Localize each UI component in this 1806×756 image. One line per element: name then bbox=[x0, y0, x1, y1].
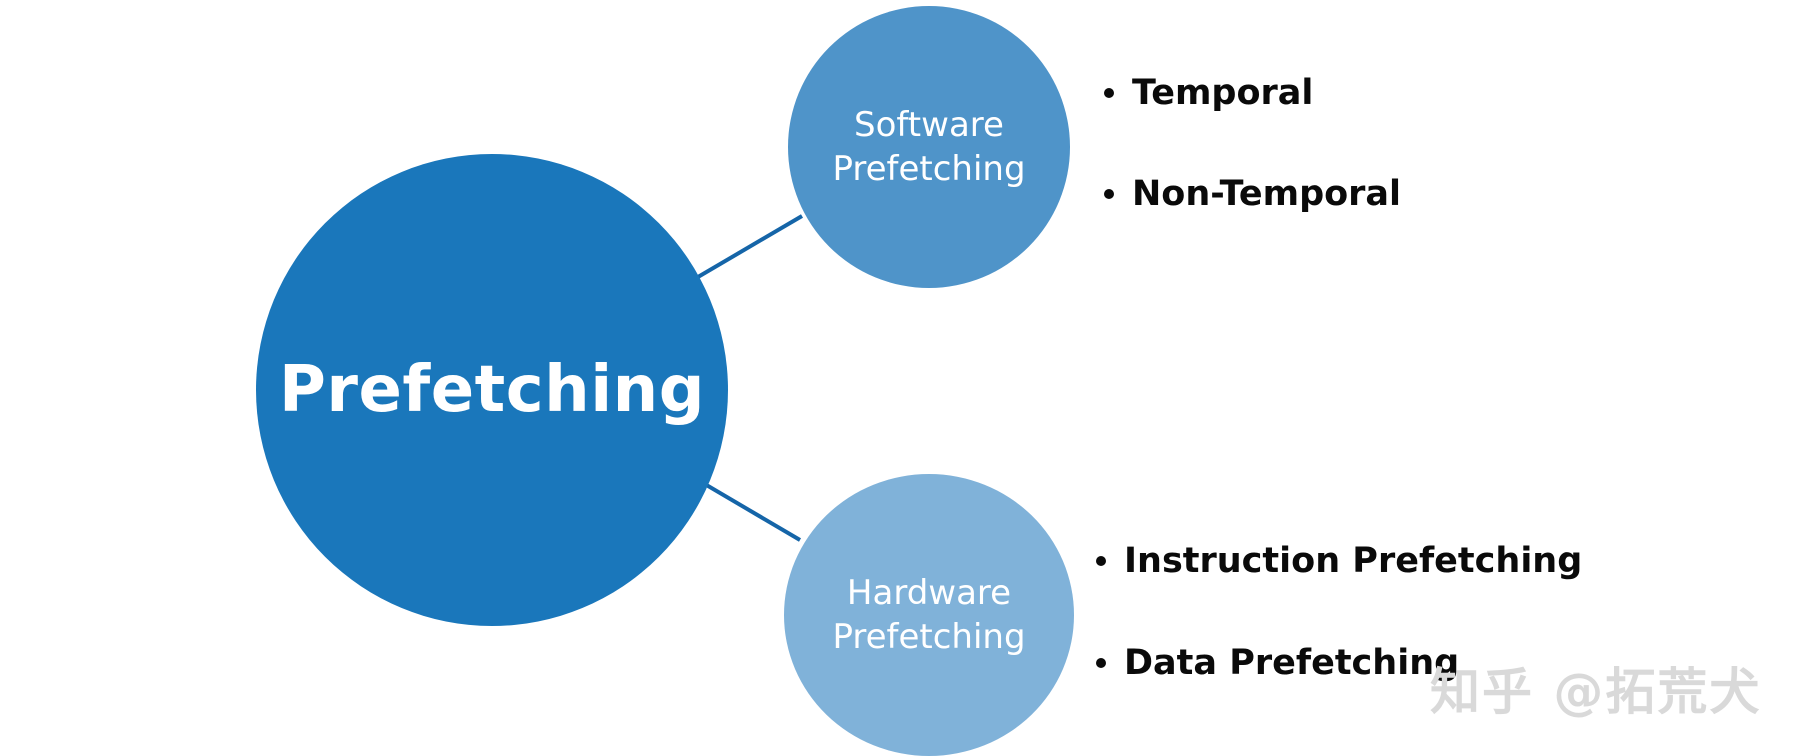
bullet-dot-icon bbox=[1096, 658, 1106, 668]
list-item-label: Instruction Prefetching bbox=[1124, 541, 1583, 581]
bullet-dot-icon bbox=[1096, 556, 1106, 566]
root-node-label: Prefetching bbox=[278, 353, 706, 427]
watermark: 知乎 @拓荒犬 bbox=[1430, 663, 1762, 721]
branch-node-label: Software Prefetching bbox=[819, 103, 1039, 191]
connector-software bbox=[684, 214, 804, 286]
list-item-label: Non-Temporal bbox=[1132, 174, 1402, 214]
hardware-prefetching-list: Instruction Prefetching Data Prefetching bbox=[1096, 541, 1583, 683]
list-item: Non-Temporal bbox=[1104, 174, 1402, 214]
list-item: Data Prefetching bbox=[1096, 643, 1582, 683]
bullet-dot-icon bbox=[1104, 189, 1114, 199]
branch-node-label-line1: Software bbox=[854, 105, 1004, 145]
branch-node-software-prefetching: Software Prefetching bbox=[788, 6, 1070, 288]
software-prefetching-list: Temporal Non-Temporal bbox=[1104, 73, 1402, 214]
branch-node-hardware-prefetching: Hardware Prefetching bbox=[784, 474, 1074, 756]
branch-node-label-line2: Prefetching bbox=[832, 617, 1026, 657]
list-item: Instruction Prefetching bbox=[1096, 541, 1583, 581]
bullet-dot-icon bbox=[1104, 88, 1114, 98]
list-item-label: Temporal bbox=[1132, 73, 1314, 113]
root-node-prefetching: Prefetching bbox=[256, 154, 728, 626]
list-item-label: Data Prefetching bbox=[1124, 643, 1460, 683]
list-item: Temporal bbox=[1104, 73, 1401, 113]
branch-node-label-line1: Hardware bbox=[846, 573, 1012, 613]
branch-node-label-line2: Prefetching bbox=[832, 149, 1026, 189]
branch-node-label: Hardware Prefetching bbox=[819, 571, 1039, 659]
